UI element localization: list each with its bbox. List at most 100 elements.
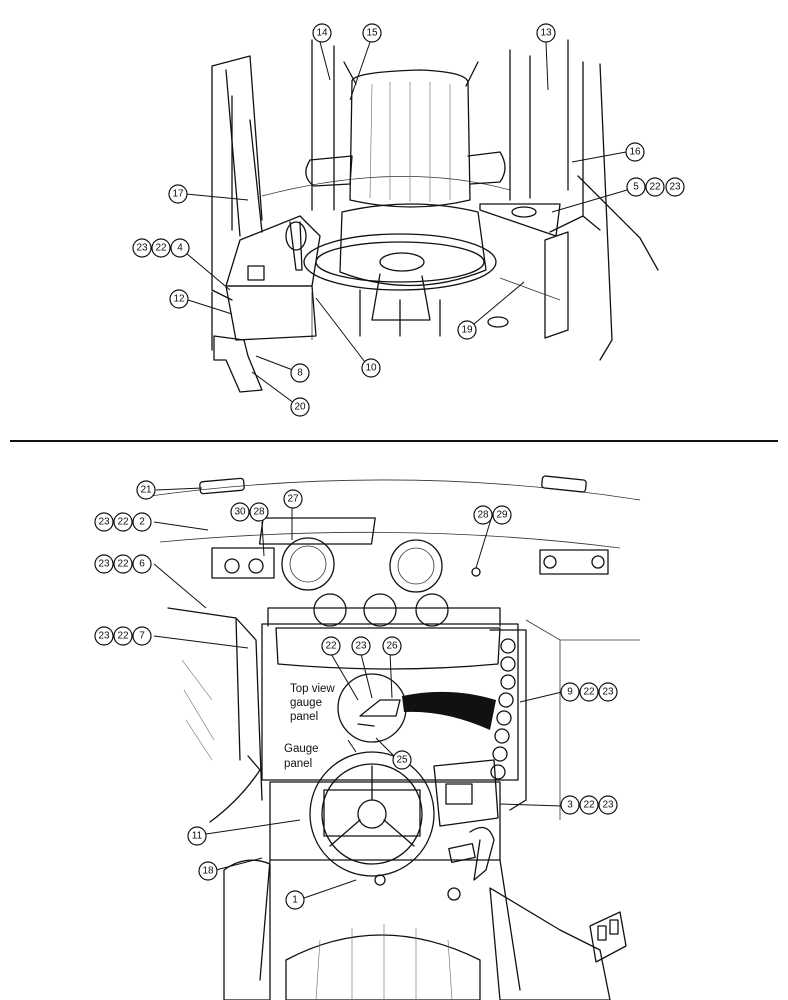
svg-text:28: 28 [477, 510, 489, 521]
callout-1: 1 [285, 890, 305, 910]
callout-23-left-top: 23 [132, 238, 152, 258]
svg-text:30: 30 [234, 507, 246, 518]
svg-text:22: 22 [117, 559, 129, 570]
svg-text:25: 25 [396, 755, 408, 766]
svg-text:22: 22 [325, 641, 337, 652]
steering-spokes [329, 765, 415, 847]
radio-unit [539, 549, 609, 575]
radio-knob-left [543, 555, 557, 569]
callout-26: 26 [382, 636, 402, 656]
dome-light-right [541, 475, 587, 493]
callout-13: 13 [536, 23, 556, 43]
svg-text:Gauge: Gauge [284, 743, 319, 755]
svg-text:26: 26 [386, 641, 398, 652]
callout-23-display: 23 [598, 795, 618, 815]
joystick [469, 826, 495, 881]
small-switch [471, 567, 481, 577]
shift-knob [285, 221, 307, 251]
right-side-frame [525, 619, 640, 820]
svg-text:9: 9 [567, 687, 573, 698]
headliner [159, 531, 621, 549]
rear-pillar-right [509, 49, 531, 201]
svg-text:3: 3 [567, 800, 573, 811]
rear-window-line [261, 175, 511, 197]
cup-holder [511, 206, 537, 218]
steering-wheel-rim [303, 233, 497, 291]
svg-text:12: 12 [173, 294, 185, 305]
callout-28-right: 28 [473, 505, 493, 525]
gauge-cluster [323, 789, 421, 837]
callout-7: 7 [132, 626, 152, 646]
vent-left-inner [289, 545, 327, 583]
windshield-frame [261, 623, 519, 781]
svg-text:6: 6 [139, 559, 145, 570]
vent-bar [267, 607, 501, 627]
svg-text:5: 5 [633, 182, 639, 193]
svg-text:4: 4 [177, 243, 183, 254]
callouts: 14 15 13 16 5 22 23 17 23 22 4 12 8 10 1… [94, 23, 685, 910]
callout-17: 17 [168, 184, 188, 204]
callout-19: 19 [457, 320, 477, 340]
svg-text:18: 18 [202, 866, 214, 877]
callout-22-pillar: 22 [579, 682, 599, 702]
svg-text:16: 16 [629, 147, 641, 158]
gauge-panel-label: Gauge panel [284, 743, 319, 770]
left-door-frame [211, 55, 263, 301]
steering-wheel-inner [321, 763, 423, 865]
cab-interior-top-drawing [211, 39, 659, 393]
svg-text:22: 22 [117, 631, 129, 642]
console-switch [247, 265, 265, 281]
switch-1 [597, 925, 607, 941]
callout-22-row3: 22 [113, 554, 133, 574]
callout-16: 16 [625, 142, 645, 162]
vent-small-1 [313, 593, 347, 627]
digital-display-screen [445, 783, 473, 805]
callout-22-left-top: 22 [151, 238, 171, 258]
svg-text:29: 29 [496, 510, 508, 521]
seat-cushion [339, 203, 487, 287]
callout-15: 15 [362, 23, 382, 43]
callout-10: 10 [361, 358, 381, 378]
left-switch-panel [211, 547, 275, 579]
operator-right-console [489, 887, 611, 1000]
right-door-handle [577, 175, 659, 271]
magnifier-wedge [402, 691, 496, 730]
svg-text:27: 27 [287, 494, 299, 505]
steering-wheel-hub [379, 252, 425, 272]
callout-23-top-right: 23 [665, 177, 685, 197]
svg-text:23: 23 [355, 641, 367, 652]
knob-b [248, 558, 264, 574]
shift-lever [289, 221, 303, 271]
gauge-top-view-detail [357, 699, 401, 727]
svg-text:gauge: gauge [290, 697, 322, 709]
svg-text:14: 14 [316, 28, 328, 39]
callout-20: 20 [290, 397, 310, 417]
svg-text:Top view: Top view [290, 683, 335, 695]
seat-stitching [315, 924, 453, 1000]
svg-text:23: 23 [98, 517, 110, 528]
callout-22-display: 22 [579, 795, 599, 815]
operator-seat [285, 934, 481, 1000]
pedal-knob [374, 874, 386, 886]
callout-leaders [153, 41, 635, 899]
svg-text:1: 1 [292, 895, 298, 906]
callout-23-gauge: 23 [351, 636, 371, 656]
callout-23-row2: 23 [94, 512, 114, 532]
svg-text:11: 11 [192, 831, 203, 842]
entry-steps [213, 335, 263, 393]
callout-27: 27 [283, 489, 303, 509]
lower-console [259, 859, 521, 991]
seat-headrest-rail [343, 61, 479, 87]
left-a-pillar [167, 607, 263, 801]
callout-12: 12 [169, 289, 189, 309]
callout-23-pillar: 23 [598, 682, 618, 702]
svg-text:28: 28 [253, 507, 265, 518]
callout-9: 9 [560, 682, 580, 702]
svg-text:23: 23 [98, 631, 110, 642]
callout-2: 2 [132, 512, 152, 532]
operator-view-drawing [149, 475, 641, 1000]
svg-text:10: 10 [365, 363, 377, 374]
svg-text:22: 22 [117, 517, 129, 528]
vent-center-inner [397, 547, 435, 585]
